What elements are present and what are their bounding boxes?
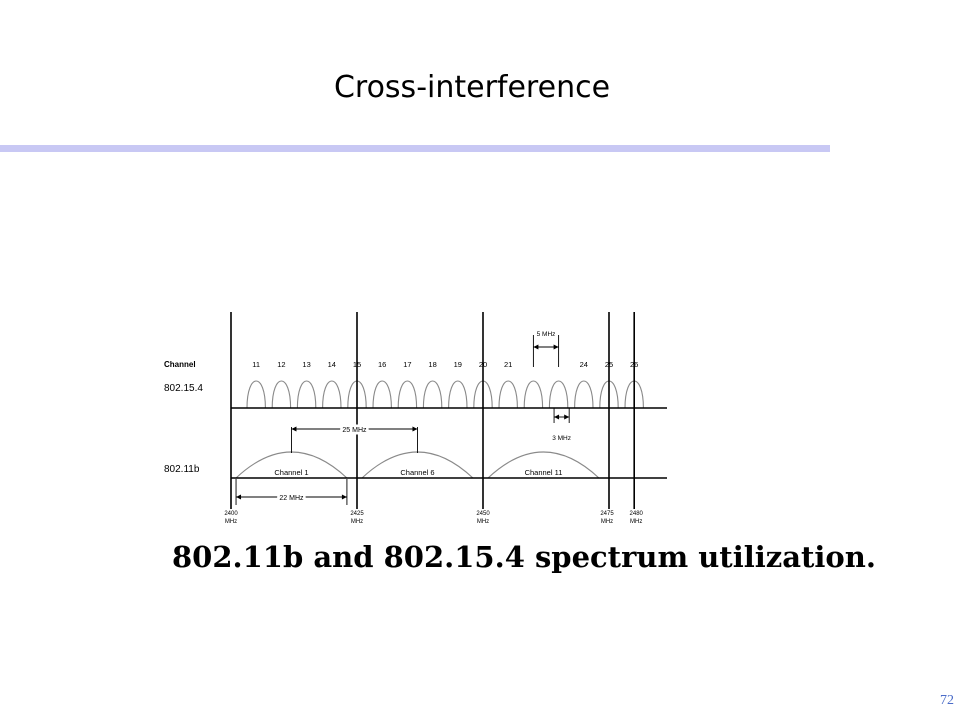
wifi-channel-label-2: Channel 6 [400,468,434,477]
frequency-unit-2475: MHz [601,519,613,525]
channel-label-16: 16 [378,360,386,369]
zigbee-channel-hump-23 [548,380,569,409]
zigbee-channel-hump-18 [422,380,443,409]
zigbee-channel-hump-13 [296,380,317,409]
channel-label-18: 18 [428,360,436,369]
wifi-channel-hump-3 [487,451,600,479]
spacing-5mhz-arrow-head-right [553,344,559,350]
frequency-unit-2480: MHz [630,519,642,525]
channel-label-19: 19 [454,360,462,369]
frequency-label-2480: 2480 [630,511,644,517]
channel-label-21: 21 [504,360,512,369]
slide-title: Cross-interference [333,70,611,105]
spacing-5mhz-arrow-head-left [533,344,539,350]
figure-caption: 802.11b and 802.15.4 spectrum utilizatio… [172,540,876,574]
channel-label-13: 13 [302,360,310,369]
spacing-25mhz-arrow-head-left [291,426,297,432]
wifi-channel-label-1: Channel 1 [274,468,308,477]
zigbee-channel-hump-21 [498,380,518,409]
spacing-25mhz-label: 25 MHz [342,427,367,434]
width-22mhz-label: 22 MHz [279,495,304,502]
zigbee-channel-hump-17 [397,380,418,409]
channel-label-17: 17 [403,360,411,369]
zigbee-channel-hump-11 [246,380,266,409]
gap-3mhz-arrow-head-right [564,414,570,420]
gap-3mhz-label: 3 MHz [552,435,571,442]
channel-label-12: 12 [277,360,285,369]
row-label-802154: 802.15.4 [164,383,203,394]
zigbee-channel-hump-24 [574,380,594,409]
channel-label-24: 24 [580,360,588,369]
frequency-label-2450: 2450 [476,511,490,517]
zigbee-channel-hump-16 [372,380,392,409]
frequency-label-2400: 2400 [224,511,238,517]
frequency-unit-2450: MHz [477,519,489,525]
channel-row-label: Channel [164,360,196,369]
frequency-unit-2400: MHz [225,519,237,525]
spacing-25mhz-arrow-head-right [412,426,418,432]
width-22mhz-arrow-head-left [236,494,242,500]
zigbee-channel-hump-12 [271,380,292,409]
frequency-label-2475: 2475 [600,511,614,517]
title-underline [0,145,830,152]
width-22mhz-arrow-head-right [341,494,347,500]
gap-3mhz-arrow-head-left [554,414,560,420]
page-number: 72 [940,693,954,708]
row-label-80211b: 802.11b [164,464,200,475]
zigbee-channel-hump-22 [523,380,544,409]
channel-label-11: 11 [252,360,260,369]
spacing-5mhz-label: 5 MHz [537,331,556,338]
channel-label-14: 14 [328,360,336,369]
wifi-channel-label-3: Channel 11 [525,468,563,477]
spectrum-diagram: Channel 802.15.4 802.11b 111213141516171… [164,312,667,525]
frequency-label-2425: 2425 [350,511,364,517]
zigbee-channel-hump-14 [322,380,342,409]
frequency-unit-2425: MHz [351,519,363,525]
zigbee-channel-hump-19 [448,380,468,409]
